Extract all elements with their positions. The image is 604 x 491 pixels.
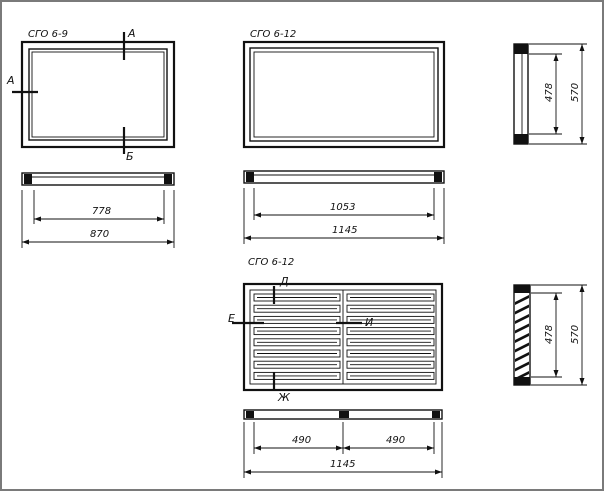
louvre-slat <box>346 338 435 347</box>
louvre-slat <box>253 293 341 302</box>
middle-panel-title: СГО 6-12 <box>250 29 296 40</box>
louvre-slat <box>253 371 341 380</box>
side-slat <box>515 323 529 334</box>
louvre-slat <box>346 315 435 324</box>
lower-total-dimension-line <box>243 422 443 478</box>
louvre-slat <box>346 360 435 369</box>
lower-panel-front-view <box>242 282 444 392</box>
side-slat <box>515 304 529 315</box>
section-label-zh: Ж <box>277 391 291 404</box>
side-slat <box>515 352 529 362</box>
lower-panel-title: СГО 6-12 <box>248 257 294 268</box>
middle-outer-dimension-line <box>243 188 445 244</box>
louvres-left <box>253 293 341 380</box>
lower-left-dimension: 490 <box>292 435 311 446</box>
side-bottom-outer-dimension: 570 <box>570 325 581 344</box>
side-slat <box>515 333 529 343</box>
louvre-slat <box>253 304 341 313</box>
left-panel-section-strip <box>21 172 175 186</box>
section-label-b: Б <box>126 150 134 163</box>
left-panel-title: СГО 6-9 <box>28 29 68 40</box>
section-label-d: Д <box>279 275 289 288</box>
left-inner-dimension: 778 <box>92 206 111 217</box>
side-bottom-inner-dimension: 478 <box>544 325 555 344</box>
middle-inner-dimension: 1053 <box>330 202 355 213</box>
side-top-inner-dimension-line <box>529 53 562 135</box>
louvre-slat <box>346 293 435 302</box>
section-label-i: И <box>365 316 373 329</box>
louvre-slat <box>253 315 341 324</box>
left-panel-front-view <box>20 40 176 149</box>
middle-panel-front-view <box>242 40 446 149</box>
side-top-outer-dimension: 570 <box>570 83 581 102</box>
side-slat <box>515 342 529 353</box>
lower-left-dimension-line <box>253 422 344 454</box>
section-label-e: Е <box>228 312 235 325</box>
left-inner-dimension-line <box>33 190 165 224</box>
lower-total-dimension: 1145 <box>330 459 355 470</box>
side-slat <box>515 295 529 305</box>
section-label-a-top: А <box>127 27 136 40</box>
section-label-a-left: А <box>6 74 15 87</box>
side-slat <box>515 361 529 372</box>
louvre-slat <box>346 349 435 358</box>
side-top-inner-dimension: 478 <box>544 83 555 102</box>
side-bottom-inner-dimension-line <box>531 292 562 378</box>
louvre-slat <box>346 327 435 336</box>
louvre-slat <box>253 338 341 347</box>
louvre-slat <box>346 304 435 313</box>
middle-inner-dimension-line <box>253 188 435 220</box>
louvre-slat <box>346 371 435 380</box>
side-slat <box>515 371 529 381</box>
side-bottom-outer-dimension-line <box>531 284 587 386</box>
lower-panel-section-strip <box>243 409 443 420</box>
side-louvre-slats <box>515 295 529 381</box>
louvre-slat <box>253 360 341 369</box>
side-view-bottom <box>513 284 531 386</box>
side-top-outer-dimension-line <box>529 43 587 145</box>
louvre-slat <box>253 327 341 336</box>
louvre-slat <box>253 349 341 358</box>
left-outer-dimension: 870 <box>90 229 109 240</box>
left-outer-dimension-line <box>21 190 175 248</box>
lower-right-dimension-line <box>343 422 435 454</box>
middle-panel-section-strip <box>243 170 445 184</box>
side-slat <box>515 314 529 324</box>
middle-outer-dimension: 1145 <box>332 225 357 236</box>
louvres-right <box>346 293 435 380</box>
lower-right-dimension: 490 <box>386 435 405 446</box>
side-view-top <box>513 43 529 145</box>
